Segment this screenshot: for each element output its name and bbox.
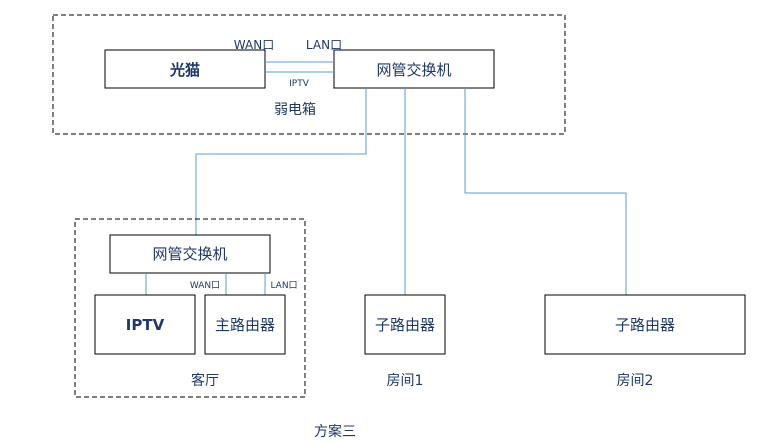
iptv-box: [94, 294, 196, 355]
room2-router-box: [544, 294, 746, 355]
main-router-label: 主路由器: [215, 316, 275, 334]
living-switch-box: [109, 234, 271, 274]
room2-router-label: 子路由器: [615, 316, 675, 334]
main-switch-label: 网管交换机: [376, 61, 451, 79]
modem-box: [104, 49, 266, 89]
main-switch-box: [333, 49, 495, 89]
diagram-caption: 方案三: [314, 423, 356, 440]
main-router-box: [204, 294, 286, 355]
living-room-label: 客厅: [191, 372, 219, 389]
iptv-link-label: IPTV: [289, 79, 310, 89]
room1-router-box: [364, 294, 446, 355]
wan-port-label: WAN口: [234, 38, 274, 52]
lan-port-label: LAN口: [306, 38, 342, 52]
living-room-group: [74, 218, 306, 398]
living-wan-port-label: WAN口: [190, 281, 220, 291]
room1-label: 房间1: [387, 373, 424, 389]
link-to-living-room: [195, 88, 367, 235]
iptv-label: IPTV: [126, 316, 165, 334]
room2-label: 房间2: [617, 373, 654, 389]
living-lan-port-label: LAN口: [270, 281, 297, 291]
room1-router-label: 子路由器: [375, 316, 435, 334]
modem-label: 光猫: [169, 61, 200, 79]
link-to-room2: [464, 88, 627, 295]
living-switch-label: 网管交换机: [152, 245, 227, 263]
weak-box-group: [52, 14, 566, 135]
weak-box-label: 弱电箱: [274, 102, 316, 118]
